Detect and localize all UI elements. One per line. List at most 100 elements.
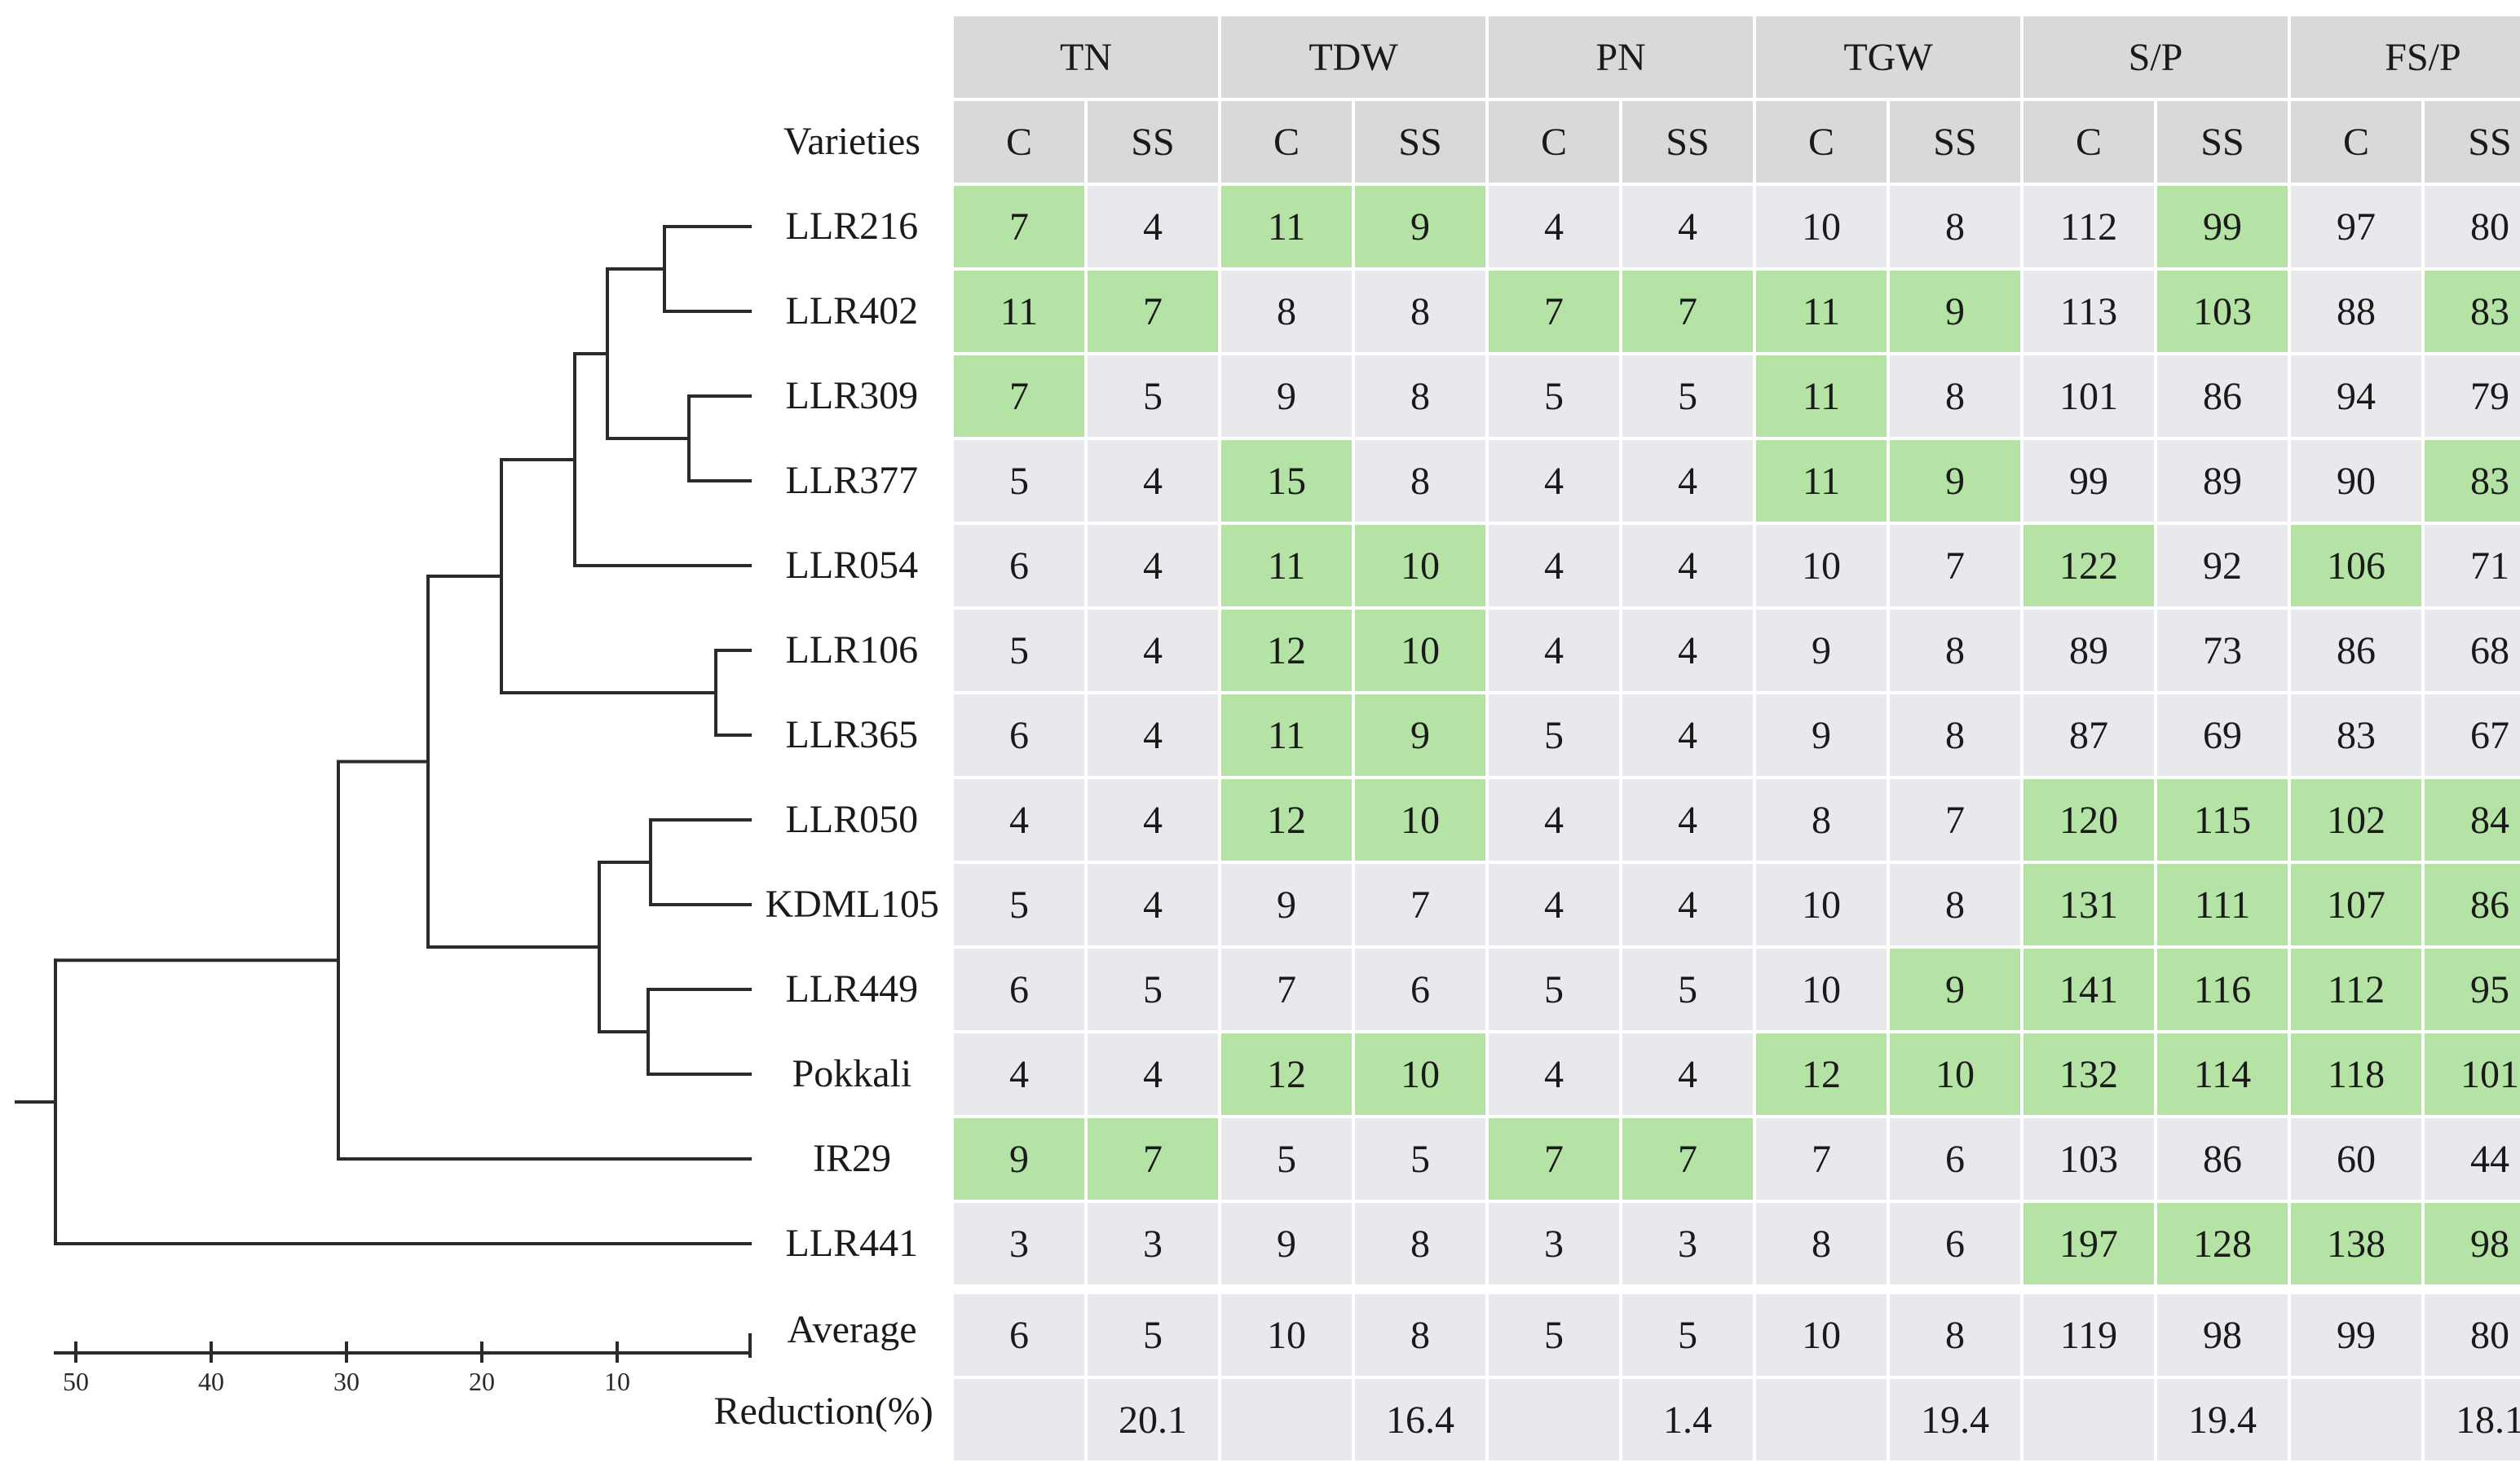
value-cell: 4 bbox=[1088, 864, 1218, 945]
variety-label: LLR054 bbox=[785, 544, 919, 587]
value-cell: 4 bbox=[1088, 779, 1218, 861]
value-cell: 4 bbox=[1622, 525, 1753, 606]
value-cell: 80 bbox=[2425, 186, 2520, 267]
value-cell: 98 bbox=[2425, 1203, 2520, 1284]
value-cell: 12 bbox=[1756, 1033, 1887, 1115]
subheader-ss: SS bbox=[1622, 101, 1753, 183]
value-cell: 8 bbox=[1890, 694, 2020, 776]
value-cell: 5 bbox=[1622, 355, 1753, 437]
subheader-ss: SS bbox=[1088, 101, 1218, 183]
value-cell: 9 bbox=[1221, 1203, 1352, 1284]
value-cell: 7 bbox=[954, 355, 1084, 437]
value-cell: 90 bbox=[2291, 440, 2421, 522]
value-cell: 11 bbox=[1756, 355, 1887, 437]
value-cell: 10 bbox=[1355, 779, 1485, 861]
value-cell: 122 bbox=[2024, 525, 2154, 606]
value-cell: 15 bbox=[1221, 440, 1352, 522]
value-cell: 8 bbox=[1890, 355, 2020, 437]
trait-header: S/P bbox=[2024, 16, 2288, 98]
value-cell: 7 bbox=[1088, 1118, 1218, 1200]
value-cell: 7 bbox=[1890, 779, 2020, 861]
reduction-empty-cell bbox=[1489, 1379, 1619, 1460]
value-cell: 141 bbox=[2024, 949, 2154, 1030]
value-cell: 86 bbox=[2291, 610, 2421, 691]
subheader-c: C bbox=[2291, 101, 2421, 183]
value-cell: 8 bbox=[1355, 355, 1485, 437]
value-cell: 3 bbox=[1622, 1203, 1753, 1284]
value-cell: 4 bbox=[1489, 864, 1619, 945]
variety-label: LLR050 bbox=[785, 798, 919, 841]
value-cell: 11 bbox=[1756, 271, 1887, 352]
value-cell: 4 bbox=[1489, 610, 1619, 691]
value-cell: 10 bbox=[1756, 186, 1887, 267]
variety-label: IR29 bbox=[813, 1137, 891, 1180]
value-cell: 9 bbox=[1221, 355, 1352, 437]
value-cell: 11 bbox=[1221, 186, 1352, 267]
value-cell: 10 bbox=[1756, 864, 1887, 945]
value-cell: 83 bbox=[2425, 440, 2520, 522]
value-cell: 4 bbox=[1489, 779, 1619, 861]
value-cell: 99 bbox=[2024, 440, 2154, 522]
value-cell: 8 bbox=[1890, 610, 2020, 691]
reduction-cell: 19.4 bbox=[2157, 1379, 2288, 1460]
value-cell: 107 bbox=[2291, 864, 2421, 945]
variety-label: LLR106 bbox=[785, 628, 919, 672]
trait-header: PN bbox=[1489, 16, 1753, 98]
value-cell: 103 bbox=[2157, 271, 2288, 352]
value-cell: 115 bbox=[2157, 779, 2288, 861]
average-cell: 8 bbox=[1355, 1294, 1485, 1376]
value-cell: 89 bbox=[2157, 440, 2288, 522]
value-cell: 4 bbox=[1088, 440, 1218, 522]
value-cell: 4 bbox=[1489, 1033, 1619, 1115]
value-cell: 10 bbox=[1890, 1033, 2020, 1115]
value-cell: 9 bbox=[954, 1118, 1084, 1200]
average-label: Average bbox=[787, 1308, 917, 1351]
value-cell: 9 bbox=[1355, 186, 1485, 267]
reduction-empty-cell bbox=[954, 1379, 1084, 1460]
value-cell: 5 bbox=[1489, 694, 1619, 776]
value-cell: 9 bbox=[1221, 864, 1352, 945]
value-cell: 7 bbox=[1088, 271, 1218, 352]
subheader-ss: SS bbox=[2425, 101, 2520, 183]
value-cell: 7 bbox=[1489, 271, 1619, 352]
value-cell: 3 bbox=[1489, 1203, 1619, 1284]
value-cell: 94 bbox=[2291, 355, 2421, 437]
average-cell: 6 bbox=[954, 1294, 1084, 1376]
subheader-c: C bbox=[2024, 101, 2154, 183]
value-cell: 8 bbox=[1355, 440, 1485, 522]
reduction-cell: 18.1 bbox=[2425, 1379, 2520, 1460]
value-cell: 4 bbox=[1489, 440, 1619, 522]
value-cell: 7 bbox=[1489, 1118, 1619, 1200]
variety-label: LLR365 bbox=[785, 713, 919, 756]
value-cell: 197 bbox=[2024, 1203, 2154, 1284]
variety-label: LLR309 bbox=[785, 374, 919, 417]
subheader-ss: SS bbox=[1355, 101, 1485, 183]
average-cell: 10 bbox=[1221, 1294, 1352, 1376]
value-cell: 69 bbox=[2157, 694, 2288, 776]
value-cell: 131 bbox=[2024, 864, 2154, 945]
value-cell: 3 bbox=[954, 1203, 1084, 1284]
value-cell: 10 bbox=[1355, 1033, 1485, 1115]
value-cell: 9 bbox=[1756, 694, 1887, 776]
value-cell: 9 bbox=[1756, 610, 1887, 691]
reduction-empty-cell bbox=[2291, 1379, 2421, 1460]
trait-header: TDW bbox=[1221, 16, 1485, 98]
variety-label: LLR402 bbox=[785, 289, 919, 333]
trait-header: TN bbox=[954, 16, 1218, 98]
value-cell: 4 bbox=[1088, 1033, 1218, 1115]
scale-tick-label: 30 bbox=[333, 1367, 360, 1396]
value-cell: 7 bbox=[954, 186, 1084, 267]
value-cell: 12 bbox=[1221, 1033, 1352, 1115]
variety-label: LLR449 bbox=[785, 967, 919, 1011]
value-cell: 5 bbox=[954, 440, 1084, 522]
scale-tick-label: 10 bbox=[604, 1367, 630, 1396]
value-cell: 5 bbox=[954, 864, 1084, 945]
value-cell: 8 bbox=[1890, 186, 2020, 267]
value-cell: 5 bbox=[1622, 949, 1753, 1030]
value-cell: 4 bbox=[1088, 694, 1218, 776]
value-cell: 9 bbox=[1355, 694, 1485, 776]
value-cell: 10 bbox=[1355, 610, 1485, 691]
value-cell: 118 bbox=[2291, 1033, 2421, 1115]
value-cell: 7 bbox=[1890, 525, 2020, 606]
value-cell: 8 bbox=[1221, 271, 1352, 352]
